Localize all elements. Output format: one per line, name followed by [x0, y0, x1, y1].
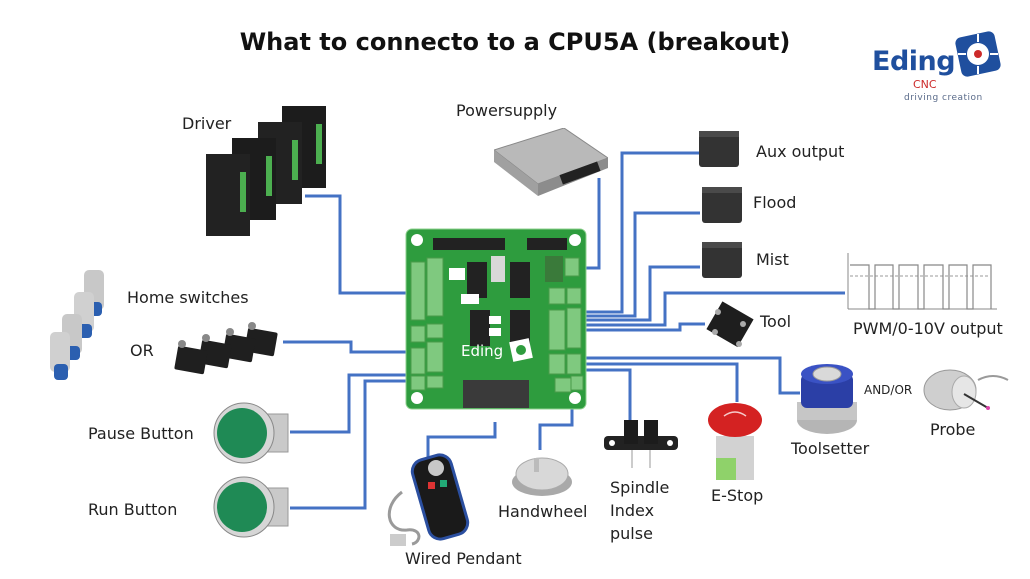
- wire-home-switches: [283, 340, 408, 354]
- logo-tagline: driving creation: [904, 93, 983, 103]
- relay-mist-icon: [702, 242, 742, 278]
- wire-estop: [583, 362, 739, 402]
- wire-driver: [305, 194, 408, 295]
- wire-handwheel: [538, 398, 574, 450]
- label-pwm-output: PWM/0-10V output: [853, 319, 1003, 338]
- cpu5a-breakout-board: Eding: [405, 228, 587, 410]
- logo-wordmark: Eding: [872, 46, 956, 77]
- logo-cnc: CNC: [913, 78, 937, 91]
- wire-tool: [583, 322, 705, 332]
- label-mist: Mist: [756, 250, 789, 269]
- wire-aux-output: [583, 151, 700, 314]
- label-driver: Driver: [182, 114, 232, 133]
- pwm-waveform-chart: [847, 253, 997, 310]
- logo-mark-icon: [955, 31, 1001, 77]
- solid-state-relay-icon: [706, 301, 754, 348]
- label-home-switches: Home switches: [127, 288, 249, 307]
- stepper-driver-icon: [206, 106, 326, 236]
- wire-toolsetter: [583, 356, 800, 395]
- inductive-sensor-icon: [50, 270, 104, 380]
- pause-pushbutton-icon: [213, 402, 289, 464]
- page-title: What to connecto to a CPU5A (breakout): [239, 28, 791, 56]
- relay-aux-icon: [699, 131, 739, 167]
- label-spindle-index-1: Spindle: [610, 478, 670, 497]
- wire-spindle-index: [583, 368, 632, 420]
- probe-icon: [923, 369, 1009, 411]
- run-pushbutton-icon: [213, 476, 289, 538]
- label-flood: Flood: [753, 193, 797, 212]
- label-tool: Tool: [760, 312, 792, 331]
- label-spindle-index-3: pulse: [610, 524, 653, 543]
- label-aux-output: Aux output: [756, 142, 845, 161]
- label-and-or: AND/OR: [864, 383, 913, 397]
- label-probe: Probe: [930, 420, 976, 439]
- board-brand: Eding: [461, 342, 503, 360]
- label-toolsetter: Toolsetter: [791, 439, 870, 458]
- wire-pwm-output: [583, 291, 845, 327]
- label-estop: E-Stop: [711, 486, 764, 505]
- label-wired-pendant: Wired Pendant: [405, 549, 522, 568]
- toolsetter-icon: [797, 364, 857, 434]
- wire-flood: [583, 211, 700, 318]
- label-spindle-index-2: Index: [610, 501, 655, 520]
- label-pause-button: Pause Button: [88, 424, 194, 443]
- wire-run-button: [290, 379, 408, 510]
- wired-pendant-icon: [387, 453, 470, 546]
- label-powersupply: Powersupply: [456, 101, 558, 120]
- wire-pause-button: [290, 373, 408, 434]
- wire-wired-pendant: [426, 422, 497, 458]
- powersupply-icon: [494, 128, 608, 196]
- label-or: OR: [130, 341, 154, 360]
- relay-flood-icon: [702, 187, 742, 223]
- wire-powersupply: [583, 178, 601, 270]
- optical-sensor-icon: [604, 420, 678, 468]
- label-handwheel: Handwheel: [498, 502, 588, 521]
- estop-icon: [708, 403, 762, 480]
- handwheel-icon: [512, 457, 572, 496]
- label-run-button: Run Button: [88, 500, 178, 519]
- micro-switch-icon: [174, 322, 278, 375]
- wire-mist: [583, 265, 700, 322]
